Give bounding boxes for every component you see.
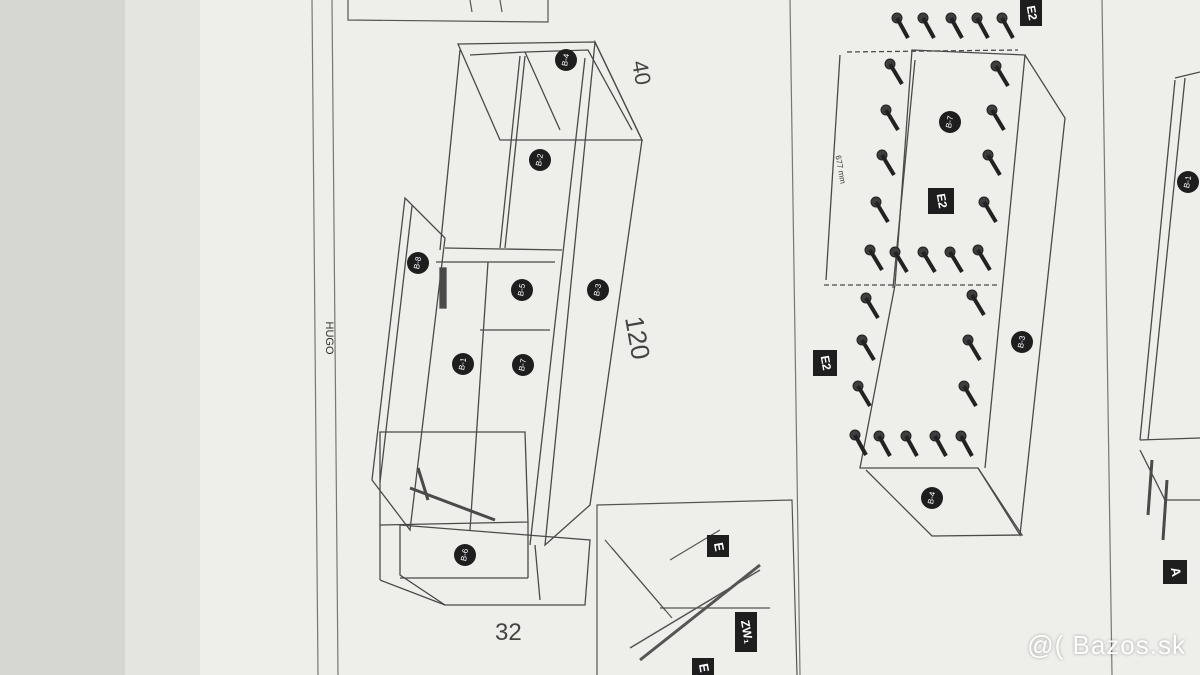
part-label-right-b7: B-7 bbox=[939, 111, 961, 133]
side-title: HUGO bbox=[323, 322, 335, 355]
fastener-label-e2-top: E2 bbox=[1020, 0, 1042, 26]
svg-text:B-3: B-3 bbox=[592, 282, 603, 296]
svg-text:B-7: B-7 bbox=[517, 357, 528, 371]
fastener-label-e2-center: E2 bbox=[928, 188, 954, 214]
svg-text:B-2: B-2 bbox=[534, 152, 545, 166]
screw-column-right bbox=[958, 60, 1010, 408]
part-label-right-b3: B-3 bbox=[1011, 331, 1033, 353]
left-part-labels: B-4 B-2 B-8 B-5 B-3 B-1 bbox=[407, 49, 609, 566]
svg-text:677 mm: 677 mm bbox=[834, 155, 848, 185]
label-a: A bbox=[1163, 560, 1187, 584]
screw-row-top bbox=[891, 12, 1015, 39]
part-label-right-b4: B-4 bbox=[921, 487, 943, 509]
background-sheet-shadow bbox=[0, 0, 125, 675]
watermark: @( Bazos.sk bbox=[1027, 630, 1186, 660]
right-part-labels: B-7 B-3 B-4 E2 E2 E2 67 bbox=[813, 0, 1042, 509]
svg-text:E2: E2 bbox=[818, 354, 834, 371]
fastener-label-e2-left: E2 bbox=[813, 350, 837, 376]
top-partial-box bbox=[347, 0, 549, 23]
part-label-far-b1: B-1 bbox=[1177, 171, 1199, 193]
handwritten-height: 32 bbox=[495, 619, 522, 646]
part-label-b4: B-4 bbox=[555, 49, 577, 71]
svg-text:B-4: B-4 bbox=[926, 490, 937, 504]
svg-text:E: E bbox=[711, 541, 727, 552]
detail-label-zw1: ZW₁ bbox=[735, 612, 757, 652]
detail-label-e: E bbox=[707, 535, 729, 557]
svg-text:B-8: B-8 bbox=[412, 255, 423, 269]
svg-text:ZW₁: ZW₁ bbox=[738, 619, 756, 645]
svg-text:E2: E2 bbox=[934, 192, 950, 209]
part-label-b2: B-2 bbox=[529, 149, 551, 171]
svg-text:B-7: B-7 bbox=[944, 114, 955, 128]
far-right-labels: B-1 A bbox=[1163, 171, 1199, 584]
svg-text:B-5: B-5 bbox=[516, 282, 527, 296]
left-cabinet-drawing bbox=[371, 39, 644, 606]
handwritten-dimensions: 40 120 32 bbox=[495, 59, 656, 646]
part-label-b7: B-7 bbox=[512, 354, 534, 376]
screw-column-left bbox=[852, 58, 904, 408]
svg-text:E2: E2 bbox=[1024, 4, 1040, 21]
part-label-b1: B-1 bbox=[452, 353, 474, 375]
svg-text:B-6: B-6 bbox=[459, 547, 470, 561]
screw-row-bottom bbox=[849, 429, 974, 457]
svg-text:B-1: B-1 bbox=[1182, 174, 1193, 188]
svg-text:B-4: B-4 bbox=[560, 52, 571, 66]
screws bbox=[849, 12, 1015, 457]
hinge-detail-box bbox=[596, 499, 798, 675]
part-label-b5: B-5 bbox=[511, 279, 533, 301]
screw-row-middle bbox=[889, 246, 964, 274]
instruction-sheet bbox=[200, 0, 1200, 675]
svg-text:HUGO: HUGO bbox=[323, 322, 335, 355]
handwritten-width: 120 bbox=[619, 314, 656, 362]
svg-text:A: A bbox=[1168, 566, 1185, 578]
handwritten-depth: 40 bbox=[627, 59, 656, 87]
svg-text:B-1: B-1 bbox=[457, 356, 468, 370]
svg-text:E: E bbox=[696, 662, 712, 673]
detail-label-e-bottom: E bbox=[692, 658, 714, 675]
dimension-label: 677 mm bbox=[834, 155, 848, 185]
svg-text:B-3: B-3 bbox=[1016, 334, 1027, 348]
far-right-drawing bbox=[1139, 71, 1200, 541]
detail-labels: E ZW₁ E bbox=[692, 535, 757, 675]
part-label-b8: B-8 bbox=[407, 252, 429, 274]
part-label-b6: B-6 bbox=[454, 544, 476, 566]
part-label-b3: B-3 bbox=[587, 279, 609, 301]
sheet-frame bbox=[311, 0, 1113, 675]
